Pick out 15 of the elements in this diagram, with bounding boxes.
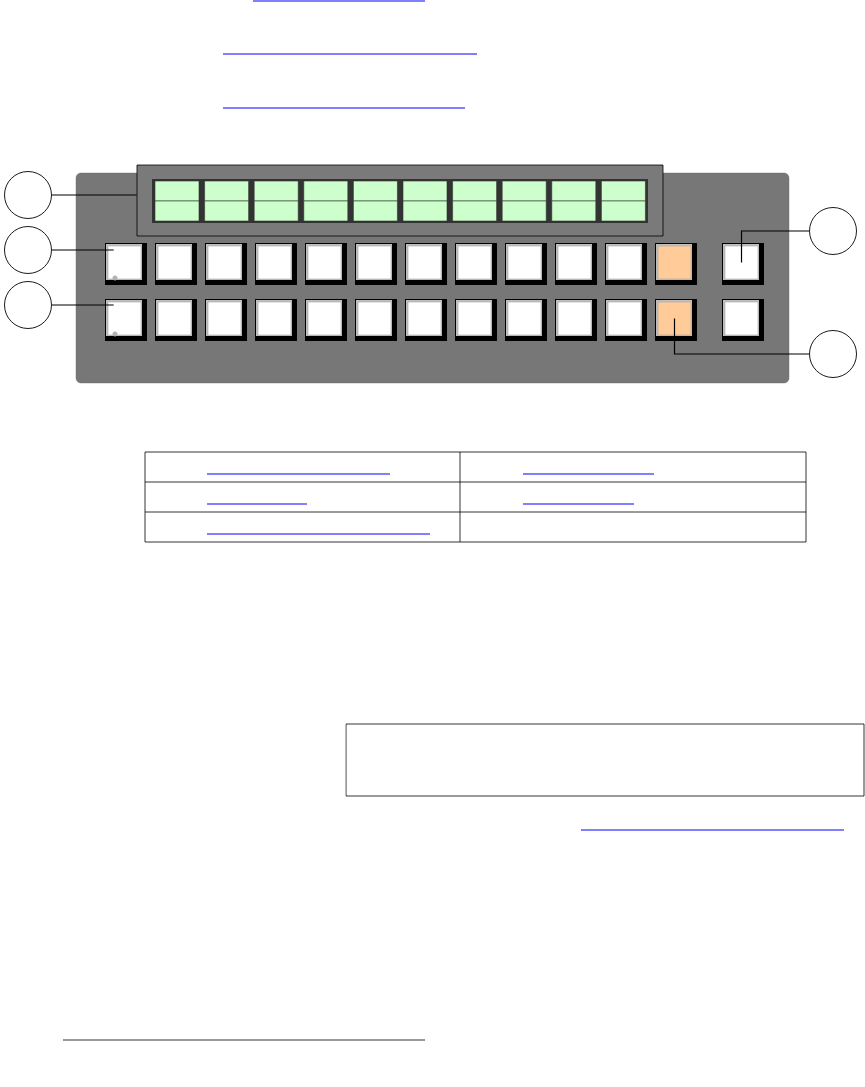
callout-circle [4,281,52,329]
callout-circle [4,226,52,274]
key-button [655,299,697,341]
callout-circle [4,171,52,219]
key-button [722,243,764,285]
display-panel [136,164,664,237]
leader-line [51,194,138,196]
callout-circle [809,330,857,378]
leader-line [51,249,115,251]
leader-line [740,230,810,264]
callout-circle [809,207,857,255]
note-box [345,723,865,797]
key-button [105,243,147,285]
key-button [105,299,147,341]
leader-line [51,304,115,306]
